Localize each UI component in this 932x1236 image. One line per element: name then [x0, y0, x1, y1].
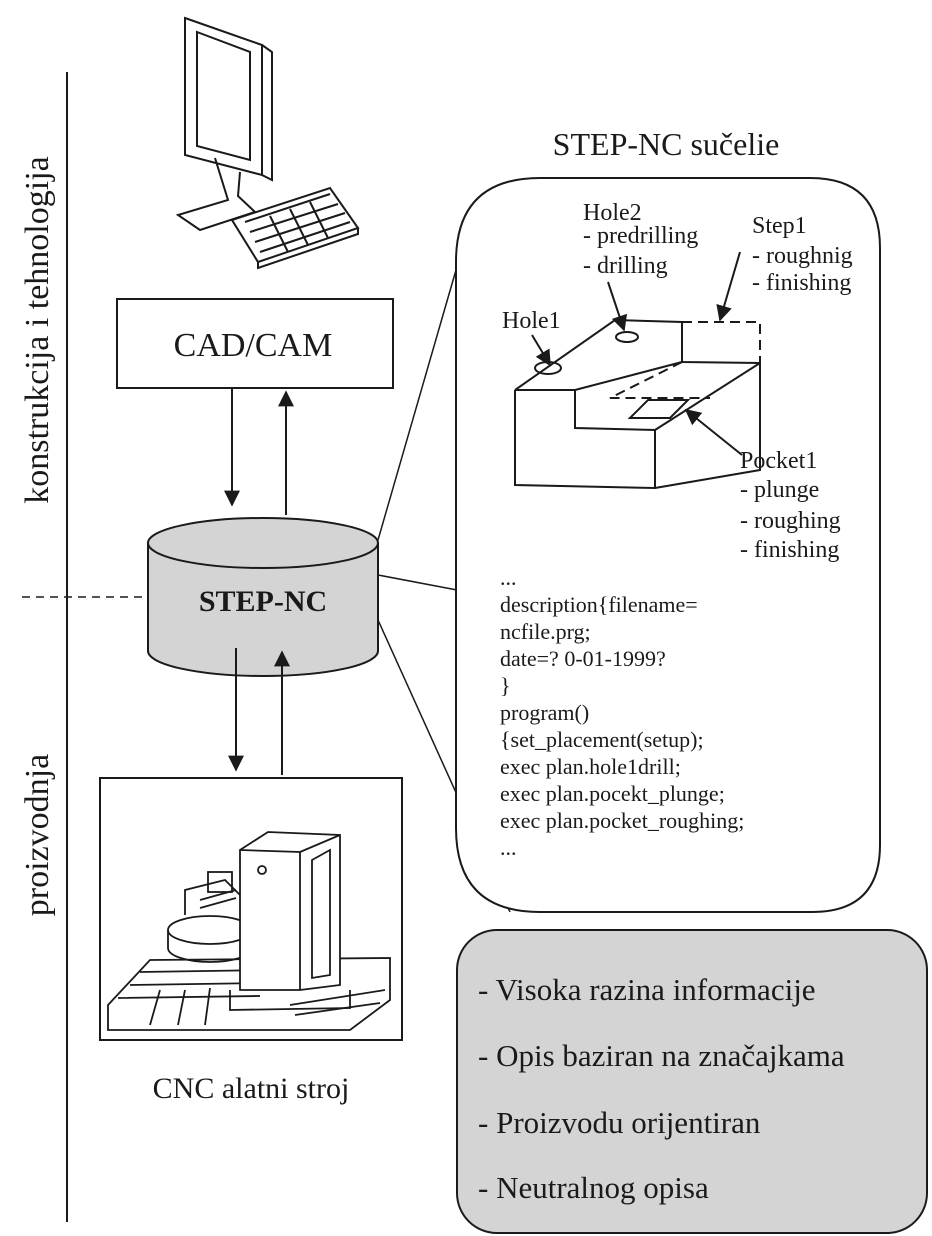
step1-arrow — [716, 251, 741, 322]
interface-title: STEP-NC sučelie — [553, 126, 780, 162]
code-line: ... — [500, 835, 517, 860]
code-line: date=? 0-01-1999? — [500, 646, 666, 671]
benefit-item: - Proizvodu orijentiran — [478, 1105, 761, 1140]
code-line: } — [500, 673, 511, 698]
code-line: ... — [500, 565, 517, 590]
side-label-production: proizvodnja — [19, 754, 56, 916]
hole1-title: Hole1 — [502, 308, 561, 334]
code-snippet: ... description{filename= ncfile.prg; da… — [500, 565, 744, 860]
step-nc-label: STEP-NC — [199, 585, 327, 618]
callout-line-top — [377, 269, 457, 541]
hole2-arrow — [607, 281, 628, 332]
interface-bubble — [455, 177, 881, 913]
hole2-op-2: - drilling — [583, 253, 668, 279]
pocket1-title: Pocket1 — [740, 448, 817, 474]
code-line: exec plan.hole1drill; — [500, 754, 681, 779]
benefit-item: - Opis baziran na značajkama — [478, 1038, 845, 1073]
code-line: description{filename= — [500, 592, 698, 617]
cad-cam-label: CAD/CAM — [174, 327, 333, 364]
cad-cam-box — [116, 298, 394, 389]
step1-title: Step1 — [752, 213, 807, 239]
side-label-design: konstrukcija i tehnologija — [19, 156, 56, 504]
benefits-box — [456, 929, 928, 1234]
benefit-item: - Neutralnog opisa — [478, 1170, 709, 1205]
hole1-arrow — [531, 334, 551, 367]
code-line: {set_placement(setup); — [500, 727, 704, 752]
cnc-machine-icon — [107, 831, 391, 1031]
pocket1-arrow — [684, 408, 743, 456]
benefit-item: - Visoka razina informacije — [478, 972, 816, 1007]
step1-op-1: - roughnig — [752, 243, 853, 269]
code-line: ncfile.prg; — [500, 619, 591, 644]
part-drawing — [514, 318, 761, 490]
pocket1-op-3: - finishing — [740, 537, 839, 563]
step1-op-2: - finishing — [752, 270, 851, 296]
hole2-op-1: - predrilling — [583, 223, 698, 249]
step-nc-database — [147, 517, 379, 677]
callout-line-upper — [377, 574, 458, 591]
pocket1-op-1: - plunge — [740, 477, 819, 503]
code-line: program() — [500, 700, 589, 725]
pocket1-op-2: - roughing — [740, 508, 841, 534]
hole2-title: Hole2 — [583, 200, 642, 226]
cnc-machine-label: CNC alatni stroj — [153, 1072, 350, 1105]
computer-icon — [175, 16, 360, 270]
code-line: exec plan.pocket_roughing; — [500, 808, 744, 833]
code-line: exec plan.pocekt_plunge; — [500, 781, 725, 806]
